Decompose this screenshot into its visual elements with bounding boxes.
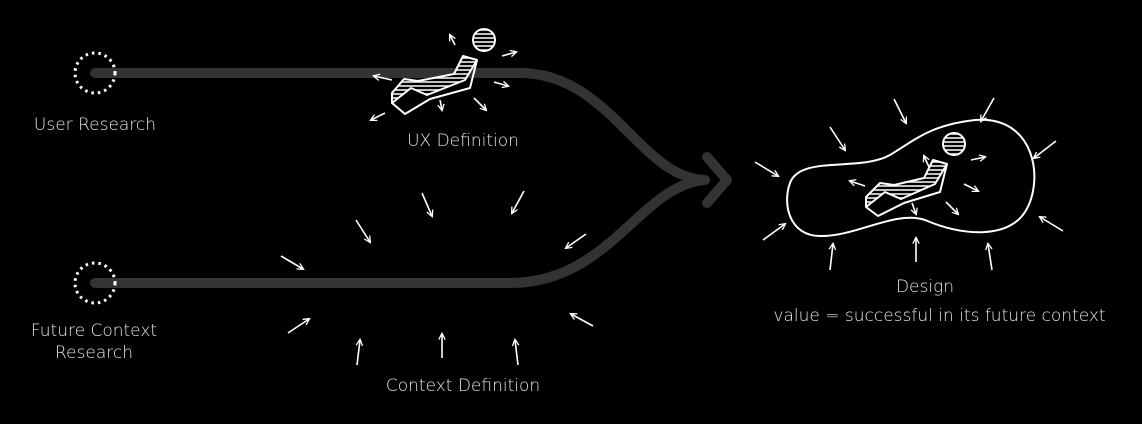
- user-research-node-icon: [73, 51, 117, 95]
- ux-influence-arrows: [371, 35, 516, 120]
- flow-paths: [90, 68, 732, 288]
- future-context-node-icon: [73, 261, 117, 305]
- user-research-label: User Research: [33, 115, 157, 135]
- merge-arrowhead: [702, 152, 732, 208]
- future-context-flow: [90, 175, 710, 288]
- user-research-flow: [90, 68, 710, 185]
- ux-definition-label: UX Definition: [407, 131, 519, 151]
- future-context-research-label: Future Context Research: [30, 321, 158, 363]
- ux-seated-person-icon: [391, 28, 496, 115]
- context-definition-label: Context Definition: [385, 376, 541, 396]
- design-label: Design: [895, 277, 955, 297]
- design-value-label: value = successful in its future context: [773, 306, 1106, 326]
- design-inner-arrows: [850, 156, 985, 214]
- design-boundary-icon: [786, 118, 1036, 238]
- design-seated-person-icon: [865, 132, 966, 217]
- context-influence-arrows: [280, 190, 594, 366]
- design-context-arrows: [754, 97, 1064, 271]
